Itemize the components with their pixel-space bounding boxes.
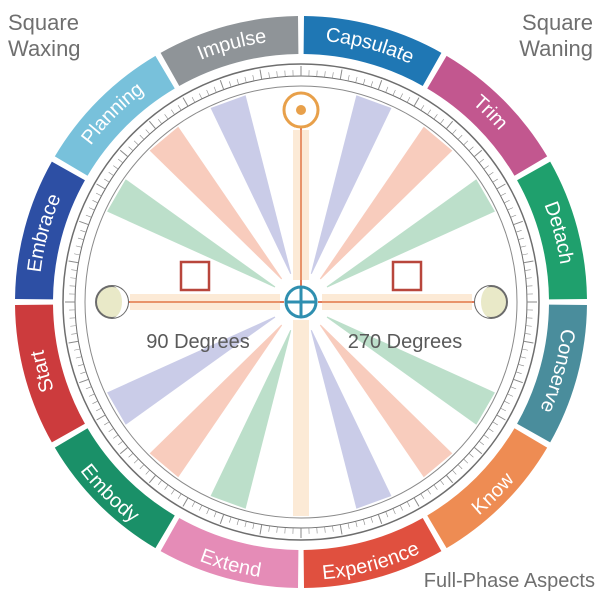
square-waning-label: Square Waning (519, 10, 593, 62)
sun-icon (284, 93, 318, 127)
square-waning-line1: Square (519, 10, 593, 36)
moon-first-quarter-icon (96, 286, 128, 318)
square-waxing-line2: Waxing (8, 36, 81, 62)
degrees-left-label: 90 Degrees (146, 331, 249, 353)
sun-beam (293, 130, 309, 280)
right-beam (322, 294, 472, 310)
degrees-right-label: 270 Degrees (348, 331, 463, 353)
left-beam (130, 294, 280, 310)
moon-last-quarter-icon (475, 286, 507, 318)
bottom-beam (293, 320, 309, 516)
square-waxing-label: Square Waxing (8, 10, 81, 62)
square-waning-line2: Waning (519, 36, 593, 62)
square-waxing-line1: Square (8, 10, 81, 36)
full-phase-aspects-label: Full-Phase Aspects (424, 568, 595, 594)
earth-icon (286, 287, 316, 317)
